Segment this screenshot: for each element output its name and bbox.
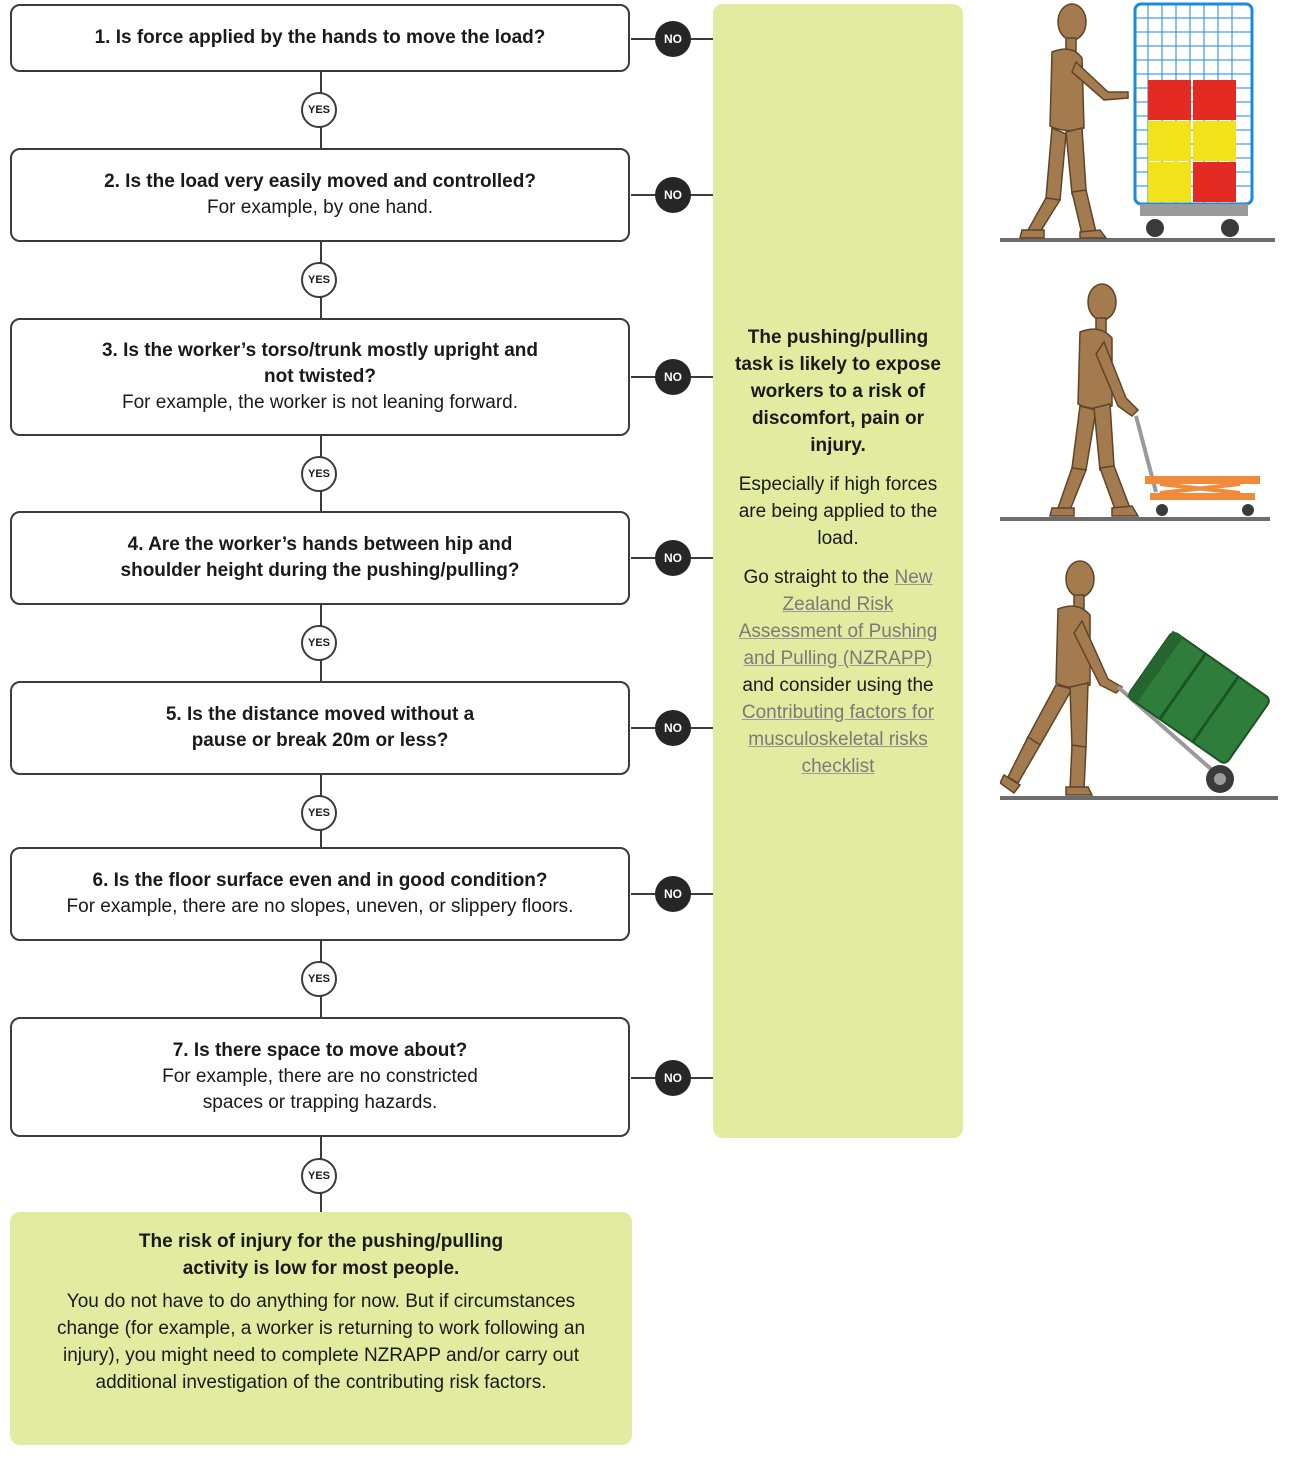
question-box-5: 5. Is the distance moved without a pause… — [10, 681, 630, 775]
no-badge-4: NO — [655, 540, 691, 576]
question-box-1: 1. Is force applied by the hands to move… — [10, 4, 630, 72]
hand-truck-illustration — [1000, 560, 1278, 800]
question-box-6: 6. Is the floor surface even and in good… — [10, 847, 630, 941]
roll-cage-illustration — [1000, 2, 1275, 242]
yes-badge-4: YES — [301, 625, 337, 661]
question-box-4: 4. Are the worker’s hands between hip an… — [10, 511, 630, 605]
risk-lead: The pushing/pulling task is likely to ex… — [735, 327, 941, 456]
low-risk-lead: The risk of injury for the pushing/pulli… — [138, 1231, 504, 1279]
nzrapp-link[interactable]: New Zealand Risk Assessment of Pushing a… — [738, 567, 938, 669]
no-badge-3: NO — [655, 359, 691, 395]
yes-badge-1: YES — [301, 92, 337, 128]
yes-badge-6: YES — [301, 961, 337, 997]
question-example: For example, there are no slopes, uneven… — [66, 896, 574, 917]
go-prefix: Go straight to the — [743, 567, 890, 588]
yes-badge-3: YES — [301, 456, 337, 492]
question-example: For example, there are no constricted sp… — [162, 1066, 478, 1113]
low-risk-body: You do not have to do anything for now. … — [56, 1291, 586, 1393]
question-text: 5. Is the distance moved without a pause… — [165, 704, 475, 751]
no-badge-5: NO — [655, 710, 691, 746]
checklist-link[interactable]: Contributing factors for musculoskeletal… — [741, 702, 935, 777]
yes-badge-7: YES — [301, 1158, 337, 1194]
low-risk-box: The risk of injury for the pushing/pulli… — [10, 1212, 632, 1445]
question-box-7: 7. Is there space to move about? For exa… — [10, 1017, 630, 1137]
question-example: For example, by one hand. — [206, 197, 434, 218]
risk-especially: Especially if high forces are being appl… — [738, 474, 938, 549]
risk-instructions: Go straight to the New Zealand Risk Asse… — [733, 564, 943, 780]
no-badge-6: NO — [655, 876, 691, 912]
question-text: 4. Are the worker’s hands between hip an… — [120, 534, 520, 581]
question-box-3: 3. Is the worker’s torso/trunk mostly up… — [10, 318, 630, 436]
question-example: For example, the worker is not leaning f… — [121, 392, 518, 413]
question-text: 1. Is force applied by the hands to move… — [94, 27, 546, 48]
no-badge-2: NO — [655, 177, 691, 213]
question-text: 3. Is the worker’s torso/trunk mostly up… — [101, 340, 539, 387]
yes-badge-2: YES — [301, 262, 337, 298]
yes-badge-5: YES — [301, 795, 337, 831]
scissor-trolley-illustration — [1000, 283, 1270, 521]
no-badge-1: NO — [655, 21, 691, 57]
risk-panel: The pushing/pulling task is likely to ex… — [713, 4, 963, 1138]
question-text: 2. Is the load very easily moved and con… — [104, 171, 536, 192]
question-text: 6. Is the floor surface even and in good… — [92, 870, 548, 891]
question-text: 7. Is there space to move about? — [172, 1040, 468, 1061]
and-consider: and consider using the — [742, 675, 934, 696]
no-badge-7: NO — [655, 1060, 691, 1096]
question-box-2: 2. Is the load very easily moved and con… — [10, 148, 630, 242]
